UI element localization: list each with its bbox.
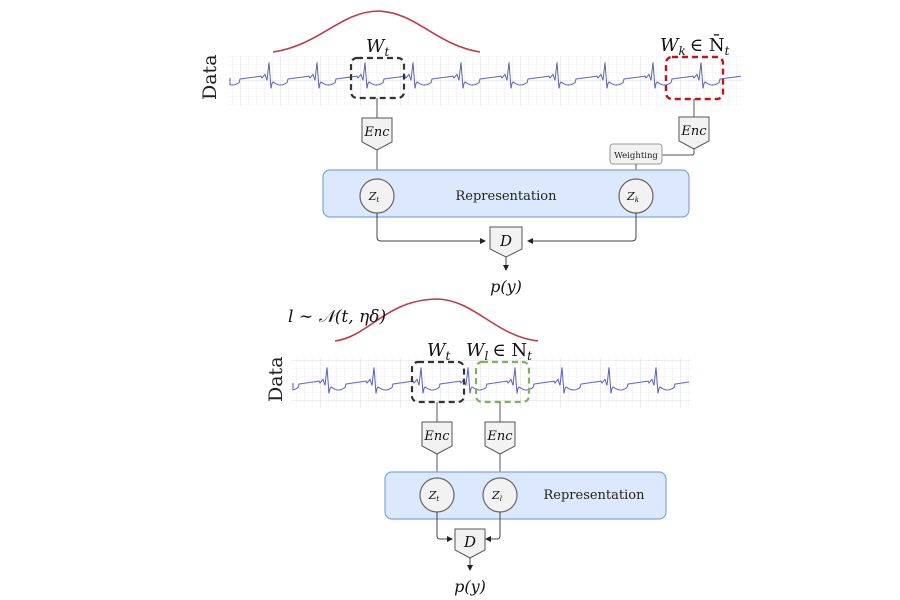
gaussian-curve: [334, 298, 539, 342]
svg-text:Enc: Enc: [363, 125, 390, 140]
sampling-formula: l ∼ 𝒩(t, ηδ): [288, 307, 386, 327]
svg-text:D: D: [463, 533, 476, 551]
window-anchor-box: [410, 360, 466, 404]
window-anchor-label: Wt: [366, 36, 390, 59]
arrow-to-decoder-right: [527, 213, 637, 244]
arrow-to-decoder-left: [376, 213, 486, 244]
output-label: p(y): [454, 577, 486, 596]
connector: [662, 149, 695, 156]
decoder: D: [454, 528, 486, 559]
encoder-right: Enc: [484, 421, 516, 455]
representation-box: [384, 471, 667, 520]
data-label: Data: [265, 356, 287, 402]
svg-text:Enc: Enc: [423, 429, 450, 444]
data-label: Data: [199, 54, 221, 100]
ecg-signal: [229, 62, 742, 89]
svg-text:Zk: Zk: [626, 190, 639, 204]
svg-text:Zt: Zt: [368, 190, 380, 204]
representation-label: Representation: [543, 488, 645, 503]
latent-node-right: Zk: [618, 178, 654, 214]
signal-grid: [228, 56, 743, 106]
bottom-panel: l ∼ 𝒩(t, ηδ) Data Wt Wl∈ Nt Enc Enc Repr…: [265, 298, 691, 596]
arrow-to-decoder-left: [436, 512, 453, 542]
top-panel: Data Wt Wk∈ N̄t Enc Enc: [199, 10, 743, 296]
latent-node-left: Zt: [359, 178, 395, 214]
encoder-right: Enc: [678, 116, 710, 150]
ecg-signal: [292, 367, 690, 394]
decoder: D: [489, 226, 523, 258]
svg-text:Weighting: Weighting: [614, 151, 658, 161]
encoder-left: Enc: [421, 421, 453, 455]
gaussian-curve: [272, 10, 481, 53]
window-anchor-box: [349, 56, 406, 100]
svg-text:D: D: [499, 232, 512, 250]
svg-text:Zt: Zt: [428, 489, 440, 503]
window-distant-label: Wk∈ N̄t: [660, 33, 730, 58]
svg-text:Enc: Enc: [680, 124, 707, 139]
window-neighbor-box: [474, 360, 531, 404]
latent-node-right: Zl: [482, 477, 518, 513]
window-anchor-label: Wt: [427, 340, 451, 363]
encoder-left: Enc: [361, 117, 393, 151]
svg-text:Enc: Enc: [486, 429, 513, 444]
representation-box: [322, 169, 690, 218]
weighting-box: Weighting: [609, 143, 663, 165]
window-neighbor-label: Wl∈ Nt: [466, 340, 532, 363]
svg-text:Zl: Zl: [491, 489, 502, 503]
output-label: p(y): [490, 277, 522, 296]
representation-label: Representation: [455, 189, 557, 204]
arrow-to-decoder-right: [485, 512, 501, 542]
latent-node-left: Zt: [419, 477, 455, 513]
